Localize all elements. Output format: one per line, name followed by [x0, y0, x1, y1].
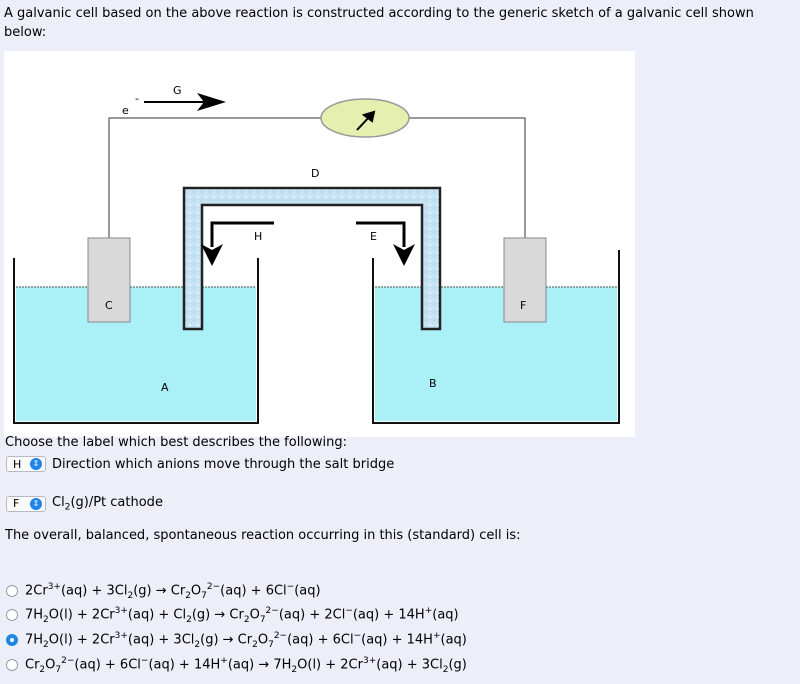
anion-direction-select[interactable]: H ⇕ [6, 456, 46, 472]
left-solution [16, 287, 256, 421]
radio-button[interactable] [6, 585, 18, 598]
left-electrode [87, 237, 131, 323]
label-c: C [105, 299, 113, 312]
radio-button[interactable] [6, 659, 18, 672]
label-e: E [370, 230, 377, 243]
right-solution [375, 287, 617, 421]
radio-button[interactable] [6, 609, 18, 622]
radio-button-selected[interactable] [6, 634, 18, 647]
select-chevron-icon: ⇕ [30, 458, 42, 470]
right-beaker [372, 250, 620, 424]
question-row-cathode: F ⇕ Cl2(g)/Pt cathode [6, 495, 163, 513]
label-g: G [173, 84, 182, 97]
question-text-cathode: Cl2(g)/Pt cathode [52, 495, 163, 513]
svg-text:-: - [135, 92, 139, 105]
voltmeter [320, 98, 410, 138]
label-f: F [520, 299, 526, 312]
salt-bridge [182, 186, 442, 331]
reaction-option-1[interactable]: 2Cr3+(aq) + 3Cl2(g) → Cr2O72−(aq) + 6Cl−… [6, 582, 321, 601]
electron-label: e [122, 104, 129, 117]
question-prompt: Choose the label which best describes th… [5, 435, 347, 450]
reaction-option-2[interactable]: 7H2O(l) + 2Cr3+(aq) + Cl2(g) → Cr2O72−(a… [6, 606, 459, 625]
select-chevron-icon: ⇕ [30, 497, 42, 510]
ion-flow-arrow-right-icon [393, 244, 415, 266]
question-row-anions: H ⇕ Direction which anions move through … [6, 456, 394, 472]
reaction-option-4[interactable]: Cr2O72−(aq) + 6Cl−(aq) + 14H+(aq) → 7H2O… [6, 656, 467, 675]
external-wire [108, 117, 526, 238]
ion-flow-arrow-left-icon [201, 244, 223, 266]
label-h: H [254, 230, 262, 243]
label-b: B [429, 377, 437, 390]
right-electrode [503, 237, 547, 323]
left-beaker [13, 258, 259, 424]
electron-flow-arrow-icon [197, 93, 226, 111]
label-a: A [161, 381, 169, 394]
intro-text: A galvanic cell based on the above react… [4, 6, 754, 40]
reaction-option-3[interactable]: 7H2O(l) + 2Cr3+(aq) + 3Cl2(g) → Cr2O72−(… [6, 631, 467, 650]
cathode-select[interactable]: F ⇕ [6, 495, 46, 512]
reaction-question: The overall, balanced, spontaneous react… [5, 528, 521, 543]
galvanic-cell-diagram: e - G D C F H E A B [4, 51, 635, 437]
label-d: D [311, 167, 319, 180]
voltmeter-needle-icon [356, 110, 376, 131]
question-text-anions: Direction which anions move through the … [52, 456, 395, 472]
